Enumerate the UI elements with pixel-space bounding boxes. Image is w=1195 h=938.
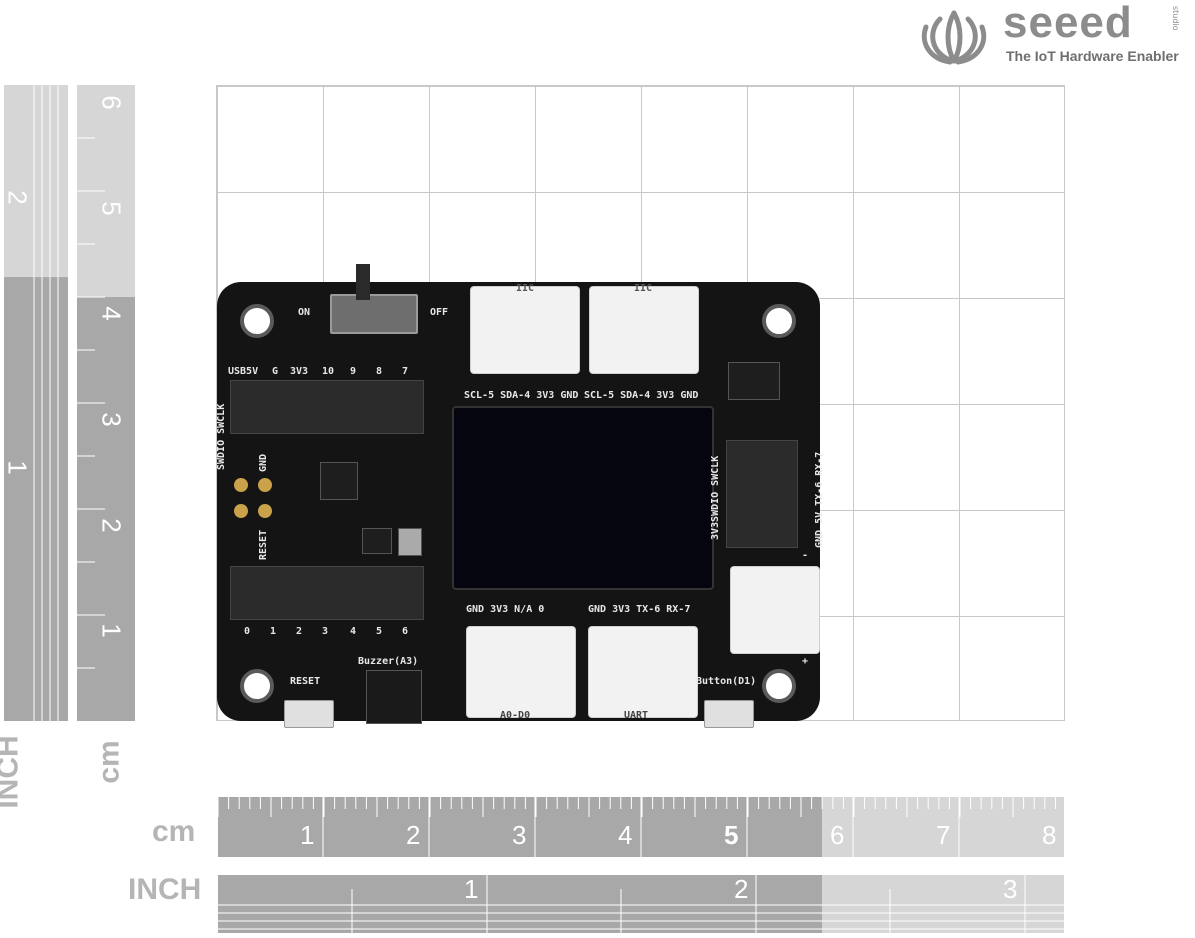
top-header-label-usb5v: USB5V [228, 366, 259, 377]
horizontal-cm-number-1: 1 [300, 820, 315, 850]
vertical-cm-ticks [77, 137, 105, 669]
swd-left-label: SWDIO SWCLK [216, 403, 227, 470]
vertical-inch-number-2: 2 [2, 190, 33, 205]
vertical-inch-ruler [4, 277, 68, 721]
grove-a0-d0-connector[interactable] [466, 626, 576, 718]
bottom-header-label-6: 6 [402, 626, 409, 637]
battery-minus-label: - [802, 550, 809, 561]
logo-tagline: The IoT Hardware Enabler [1006, 48, 1179, 64]
vertical-cm-number-2: 2 [96, 518, 127, 533]
bottom-header-socket[interactable] [230, 566, 424, 620]
bottom-header-label-5: 5 [376, 626, 383, 637]
iic-pins-1: SCL-5 SDA-4 3V3 GND [464, 390, 579, 401]
swd-pad-2 [258, 478, 272, 492]
horizontal-cm-number-5: 5 [724, 820, 739, 850]
mount-hole-top-left [240, 304, 274, 338]
studio-text: studio [1171, 6, 1180, 31]
horizontal-cm-number-8: 8 [1042, 820, 1057, 850]
horizontal-inch-ruler-light [822, 875, 1064, 933]
right-pin-header[interactable] [726, 440, 798, 548]
top-header-label-9: 9 [350, 366, 357, 377]
reset-left-label: RESET [258, 529, 269, 560]
horizontal-inch-number-2: 2 [734, 874, 749, 904]
bottom-header-label-3: 3 [322, 626, 329, 637]
mcu-chip [320, 462, 358, 500]
bottom-left-pin-labels: GND 3V3 N/A 0 [466, 604, 545, 615]
top-header-label-g: G [272, 366, 279, 377]
switch-knob[interactable] [356, 264, 370, 300]
buzzer-label: Buzzer(A3) [358, 656, 419, 667]
buzzer [366, 670, 422, 724]
vertical-cm-number-4: 4 [96, 306, 127, 321]
horizontal-cm-number-7: 7 [936, 820, 951, 850]
oled-display [452, 406, 714, 590]
horizontal-cm-ruler [218, 797, 822, 857]
switch-on-label: ON [298, 307, 311, 318]
swd-pad-4 [258, 504, 272, 518]
top-header-socket[interactable] [230, 380, 424, 434]
reset-button[interactable] [284, 700, 334, 728]
seeed-logo-mark-icon [921, 10, 987, 65]
power-switch[interactable] [330, 294, 418, 334]
regulator-chip [362, 528, 392, 554]
horizontal-inch-ruler [218, 875, 822, 933]
button-d1[interactable] [704, 700, 754, 728]
vertical-inch-label: INCH [0, 735, 25, 809]
mount-hole-bottom-left [240, 669, 274, 703]
vertical-cm-number-5: 5 [96, 201, 127, 216]
battery-connector[interactable] [730, 566, 820, 654]
vertical-cm-number-6: 6 [96, 95, 127, 110]
a0-d0-label: A0-D0 [500, 710, 531, 721]
top-header-label-7: 7 [402, 366, 409, 377]
bottom-right-pin-labels: GND 3V3 TX-6 RX-7 [588, 604, 691, 615]
seeed-logo-text: seeed [1003, 0, 1133, 47]
reset-button-label: RESET [290, 676, 321, 687]
horizontal-cm-label: cm [152, 815, 196, 848]
horizontal-cm-number-2: 2 [406, 820, 421, 850]
bottom-header-label-1: 1 [270, 626, 277, 637]
vertical-cm-number-1: 1 [96, 623, 127, 638]
grove-uart-connector[interactable] [588, 626, 698, 718]
horizontal-cm-number-4: 4 [618, 820, 633, 850]
uart-label: UART [624, 710, 649, 721]
iic-pins-2: SCL-5 SDA-4 3V3 GND [584, 390, 699, 401]
swd-pad-3 [234, 504, 248, 518]
top-header-label-3v3: 3V3 [290, 366, 309, 377]
horizontal-inch-number-3: 3 [1003, 874, 1018, 904]
flash-chip [728, 362, 780, 400]
horizontal-inch-ticks [218, 875, 1064, 933]
battery-plus-label: + [802, 656, 809, 667]
vertical-cm-number-3: 3 [96, 412, 127, 427]
right-vertical-label-3: GND 5V TX-6 RX-7 [814, 451, 825, 548]
horizontal-cm-ticks [218, 797, 1056, 857]
swd-pad-1 [234, 478, 248, 492]
vertical-inch-number-1: 1 [2, 460, 33, 475]
vertical-cm-label: cm [92, 740, 126, 784]
top-header-label-8: 8 [376, 366, 383, 377]
bottom-header-label-0: 0 [244, 626, 251, 637]
horizontal-inch-number-1: 1 [464, 874, 479, 904]
mount-hole-bottom-right [762, 669, 796, 703]
horizontal-cm-number-6: 6 [830, 820, 845, 850]
button-d1-label: Button(D1) [696, 676, 757, 687]
horizontal-inch-label: INCH [128, 873, 202, 906]
right-vertical-label-1: 3V3SWDIO SWCLK [710, 455, 721, 540]
vertical-inch-ticks [33, 85, 59, 721]
switch-off-label: OFF [430, 307, 449, 318]
bottom-header-label-4: 4 [350, 626, 357, 637]
gnd-left-label: GND [258, 453, 269, 472]
top-header-label-10: 10 [322, 366, 335, 377]
grove-iic-connector-1[interactable] [470, 286, 580, 374]
horizontal-cm-number-3: 3 [512, 820, 527, 850]
iic-label-2: IIC [634, 283, 653, 294]
iic-label-1: IIC [516, 283, 535, 294]
mount-hole-top-right [762, 304, 796, 338]
crystal [398, 528, 422, 556]
grove-iic-connector-2[interactable] [589, 286, 699, 374]
bottom-header-label-2: 2 [296, 626, 303, 637]
vertical-inch-ruler-light [4, 85, 68, 277]
